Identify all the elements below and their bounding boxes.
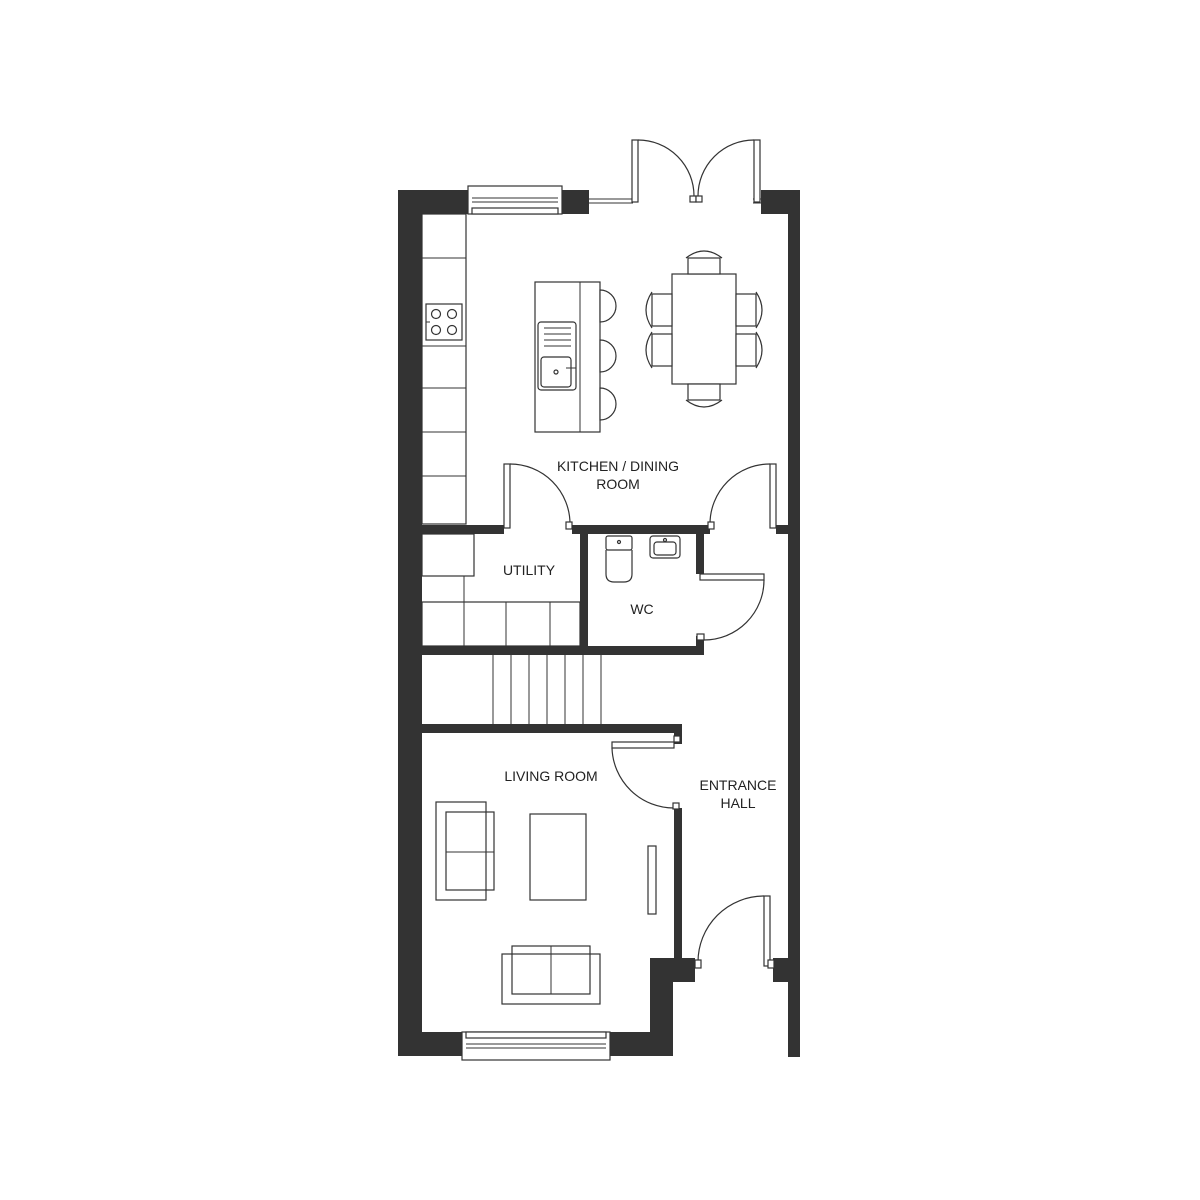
living-hall-partition xyxy=(674,808,682,958)
kitchen-window xyxy=(467,185,563,215)
kitchen-dining-label-line2: ROOM xyxy=(596,476,640,492)
kitchen-wc-partition xyxy=(572,525,710,534)
living-room-label: LIVING ROOM xyxy=(504,768,597,784)
left-exterior-wall xyxy=(398,190,422,1056)
sink-icon xyxy=(537,321,577,391)
dining-table-set xyxy=(645,250,763,408)
sofa-bottom xyxy=(501,945,601,1005)
kitchen-utility-partition xyxy=(422,525,504,534)
basin-icon xyxy=(649,535,681,559)
utility-door xyxy=(503,463,573,530)
living-room-door xyxy=(611,735,681,810)
kitchen-worktop xyxy=(421,213,467,525)
doors xyxy=(503,139,777,969)
entrance-hall-label-line2: HALL xyxy=(720,795,755,811)
porch-wall-vertical xyxy=(650,958,673,1056)
wc-hall-partition xyxy=(696,534,704,574)
right-exterior-wall xyxy=(788,208,800,1057)
porch-wall-right-stub xyxy=(773,958,800,982)
kitchen-units xyxy=(421,213,467,525)
utility-label: UTILITY xyxy=(503,562,556,578)
kitchen-hall-partition-stub xyxy=(776,525,788,534)
utility-units xyxy=(421,533,581,647)
front-door xyxy=(694,895,775,969)
top-wall-left-segment xyxy=(398,190,472,214)
toilet-icon xyxy=(605,535,633,583)
living-hall-partition-stub xyxy=(674,724,682,744)
dining-chairs xyxy=(645,250,763,408)
living-room-window xyxy=(461,1031,611,1061)
armchair-sofa-left xyxy=(435,801,495,901)
bar-stools xyxy=(599,289,617,421)
kitchen-island xyxy=(534,281,617,433)
tv-unit xyxy=(647,845,657,915)
coffee-table xyxy=(529,813,587,901)
entrance-hall-label-line1: ENTRANCE xyxy=(699,777,776,793)
utility-wc-partition xyxy=(580,534,588,654)
kitchen-dining-label-line1: KITCHEN / DINING xyxy=(557,458,679,474)
walls xyxy=(398,190,800,1057)
porch-wall-horizontal xyxy=(650,958,695,982)
bottom-wall-left-segment xyxy=(398,1032,466,1056)
living-room-furniture xyxy=(435,801,657,1005)
hob-icon xyxy=(425,303,463,341)
wc-door xyxy=(696,573,765,641)
french-doors-patio xyxy=(589,139,761,204)
hall-to-kitchen-door xyxy=(707,463,777,530)
wc-fixtures xyxy=(605,535,681,583)
wc-hall-partition-lower xyxy=(696,636,704,654)
staircase xyxy=(492,655,602,724)
dining-table xyxy=(671,273,737,385)
wc-label: WC xyxy=(630,601,653,617)
windows xyxy=(461,185,611,1061)
top-wall-right-segment xyxy=(761,190,800,214)
utility-stairs-partition xyxy=(422,646,704,655)
living-stairs-partition xyxy=(422,724,682,733)
room-labels: KITCHEN / DINING ROOM UTILITY WC LIVING … xyxy=(503,458,777,811)
